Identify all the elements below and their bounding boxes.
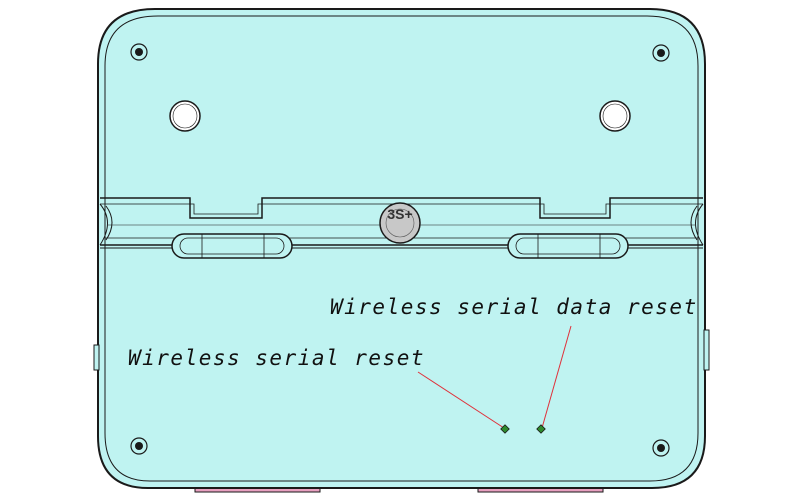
slot-right bbox=[507, 233, 629, 259]
leader-line-data-reset bbox=[541, 325, 572, 429]
hinge-end-left bbox=[99, 203, 113, 246]
mounting-hole-icon bbox=[599, 100, 631, 132]
emboss-label: 3S+ bbox=[387, 206, 412, 222]
side-tab-right bbox=[703, 329, 710, 371]
reset-point-icon[interactable] bbox=[536, 424, 546, 434]
reset-point-icon[interactable] bbox=[500, 424, 510, 434]
label-wireless-serial-reset: Wireless serial reset bbox=[128, 346, 425, 370]
screw-icon bbox=[652, 439, 670, 457]
hinge-end-right bbox=[690, 203, 704, 246]
label-wireless-serial-data-reset: Wireless serial data reset bbox=[330, 295, 698, 319]
mounting-hole-icon bbox=[169, 100, 201, 132]
enclosure-plate-inner-edge bbox=[104, 15, 699, 482]
screw-icon bbox=[130, 43, 148, 61]
side-tab-left bbox=[93, 344, 100, 371]
emboss-badge: 3S+ bbox=[379, 202, 421, 244]
slot-left bbox=[171, 233, 293, 259]
leader-line-serial-reset bbox=[417, 371, 505, 429]
screw-icon bbox=[652, 44, 670, 62]
hinge-band-top bbox=[100, 197, 703, 219]
screw-icon bbox=[130, 437, 148, 455]
